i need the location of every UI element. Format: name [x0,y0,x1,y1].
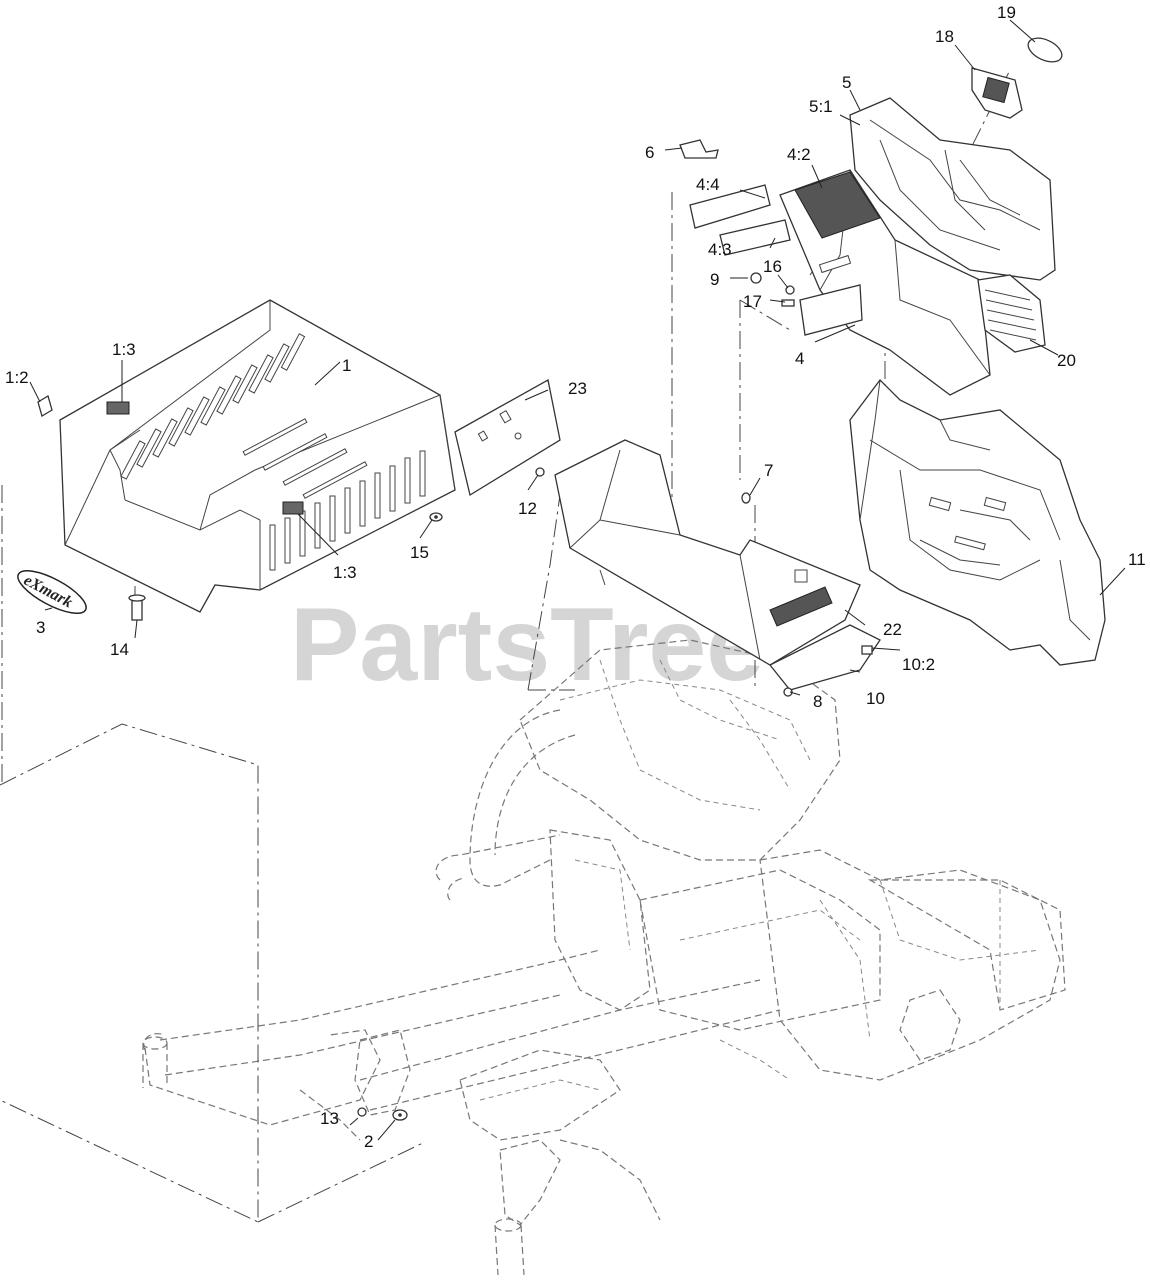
callout-7: 7 [764,461,773,480]
callout-18: 18 [935,27,954,46]
callout-11: 11 [1128,550,1146,569]
callout-1-2: 1:2 [5,368,29,387]
part-10-plate [768,624,881,691]
part-4-panel [689,169,991,396]
callout-5-1: 5:1 [809,97,833,116]
callout-19: 19 [997,3,1016,22]
part-6-latch [679,139,719,159]
part-1-3-decal-top [106,401,130,415]
part-11-seat-housing [849,379,1106,666]
part-10-2-decal [861,645,873,655]
leader-lines [29,19,1126,1141]
callout-4-2: 4:2 [787,145,811,164]
callout-1-3-front: 1:3 [333,563,357,582]
callout-2: 2 [364,1132,373,1151]
callout-12: 12 [518,499,537,518]
part-8-nut [783,687,793,697]
part-12-nut [535,467,545,477]
callout-4-3: 4:3 [708,240,732,259]
callout-4: 4 [795,349,804,368]
callout-23: 23 [568,379,587,398]
part-5-cover [849,97,1056,281]
callout-14: 14 [110,640,129,659]
part-4-2-decal [794,171,881,239]
part-1-2-decal [37,395,53,417]
part-15-nut [429,512,443,522]
part-19-cap [1027,37,1063,63]
part-4-3-decal [719,219,791,256]
part-4-4-decal [689,184,771,229]
part-18-bracket [971,67,1023,119]
callout-1-3-top: 1:3 [112,340,136,359]
part-2-washer [392,1109,408,1121]
part-1-front-cover [37,299,456,613]
part-13-bolt [357,1107,367,1117]
callout-10-2: 10:2 [902,655,935,674]
part-23-plate [454,378,561,497]
callout-labels: 1 1:2 1:3 1:3 3 14 15 23 12 7 22 10:2 10… [5,3,1146,1151]
callout-6: 6 [645,143,654,162]
callout-8: 8 [813,692,822,711]
part-22-bracket [554,439,861,666]
callout-10: 10 [866,689,885,708]
part-20-grille [977,274,1046,353]
callout-13: 13 [320,1109,339,1128]
part-3-logo-badge: eXmark [17,570,87,614]
callout-1: 1 [342,356,351,375]
part-1-slots [120,333,426,571]
callout-20: 20 [1057,351,1076,370]
callout-4-4: 4:4 [696,175,720,194]
chassis-frame [142,639,1066,1276]
part-22-logo [769,586,833,627]
callout-22: 22 [883,620,902,639]
callout-17: 17 [743,292,762,311]
callout-5: 5 [842,73,851,92]
callout-15: 15 [410,543,429,562]
callout-9: 9 [710,270,719,289]
callout-3: 3 [36,618,45,637]
part-4-bracket [799,284,863,336]
part-7-nut [741,492,751,504]
part-17-bolt [781,299,795,307]
part-14-bolt [128,594,146,621]
part-9-bolt [750,272,762,284]
callout-16: 16 [763,257,782,276]
part-1-3-decal-front [282,501,304,515]
